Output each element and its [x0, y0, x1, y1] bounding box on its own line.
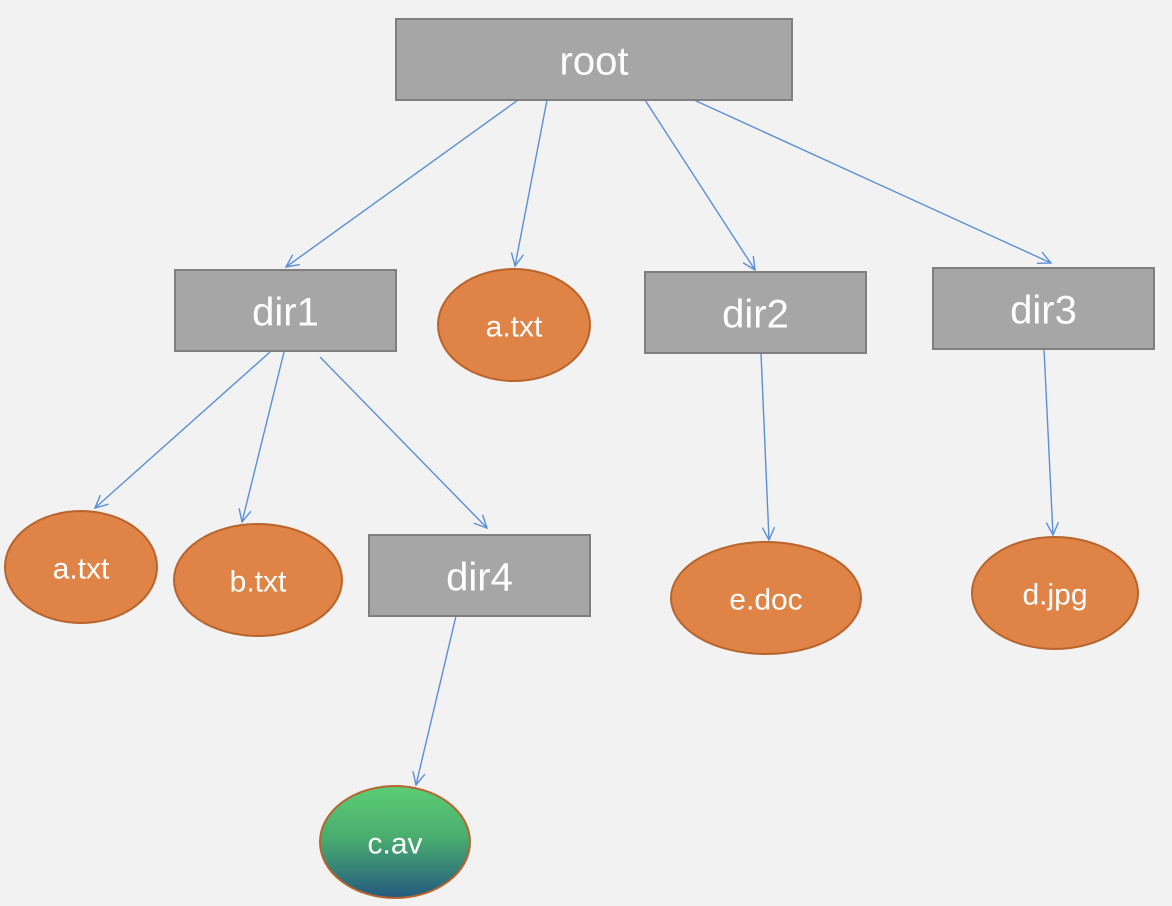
- edge-dir4-to-c-av-arrowhead: [412, 771, 426, 787]
- node-dir4-box: [368, 534, 591, 617]
- node-a-txt-root: a.txt: [437, 268, 591, 382]
- edge-root-to-dir2: [644, 99, 756, 272]
- node-dir1-box: [174, 269, 397, 352]
- edge-dir3-to-d-jpg-line: [1043, 348, 1054, 536]
- edge-dir1-to-b-txt-line: [241, 351, 285, 523]
- edge-dir3-to-d-jpg: [1043, 348, 1060, 537]
- node-b-txt-ellipse: [173, 523, 343, 637]
- node-dir2-label: dir2: [722, 293, 789, 337]
- node-dir3-box: [932, 267, 1155, 350]
- node-root: root: [395, 18, 793, 101]
- edge-root-to-dir1-line: [285, 99, 519, 268]
- edge-dir2-to-e-doc-arrowhead: [761, 526, 776, 542]
- edge-dir2-to-e-doc-line: [760, 352, 770, 541]
- edge-dir1-to-dir4: [319, 356, 489, 530]
- edge-root-to-dir3: [693, 99, 1053, 265]
- edge-dir4-to-c-av-line: [415, 615, 457, 786]
- edge-root-to-a-txt-root-arrowhead: [510, 252, 524, 268]
- node-b-txt-label: b.txt: [230, 566, 287, 599]
- node-c-av-label: c.av: [367, 828, 422, 861]
- node-dir1: dir1: [174, 269, 397, 352]
- edge-root-to-a-txt-root-line: [514, 99, 548, 267]
- edge-dir1-to-b-txt: [238, 351, 285, 524]
- edge-dir1-to-a-txt-dir1-arrowhead: [93, 494, 109, 510]
- edge-root-to-dir3-arrowhead: [1036, 251, 1053, 265]
- edge-root-to-dir2-line: [644, 99, 756, 271]
- node-b-txt: b.txt: [173, 523, 343, 637]
- node-e-doc-label: e.doc: [729, 584, 802, 617]
- node-dir2: dir2: [644, 271, 867, 354]
- nodes-layer: root dir1 a.txt dir2 dir3 a.txt b.txt dir4 e.doc…: [4, 18, 1155, 899]
- edge-dir4-to-c-av: [412, 615, 457, 787]
- edge-dir1-to-b-txt-arrowhead: [238, 508, 252, 524]
- edge-dir3-to-d-jpg-arrowhead: [1045, 521, 1060, 537]
- edge-dir1-to-a-txt-dir1: [93, 351, 271, 510]
- node-dir3-label: dir3: [1010, 289, 1077, 333]
- node-e-doc-ellipse: [670, 541, 862, 655]
- node-d-jpg-ellipse: [971, 536, 1139, 650]
- edge-root-to-dir1-arrowhead: [284, 254, 300, 268]
- node-root-box: [395, 18, 793, 101]
- edge-dir1-to-a-txt-dir1-line: [94, 351, 271, 509]
- edges-layer: [93, 99, 1060, 787]
- edge-dir2-to-e-doc: [760, 352, 776, 542]
- node-dir4: dir4: [368, 534, 591, 617]
- node-d-jpg-label: d.jpg: [1022, 579, 1087, 612]
- node-d-jpg: d.jpg: [971, 536, 1139, 650]
- edge-root-to-dir3-line: [693, 99, 1052, 264]
- node-a-txt-root-label: a.txt: [486, 311, 543, 344]
- node-dir3: dir3: [932, 267, 1155, 350]
- edge-root-to-dir2-arrowhead: [742, 256, 756, 272]
- edge-dir1-to-dir4-arrowhead: [473, 514, 489, 530]
- node-c-av: c.av: [319, 785, 471, 899]
- node-a-txt-root-ellipse: [437, 268, 591, 382]
- node-c-av-ellipse: [319, 785, 471, 899]
- node-dir4-label: dir4: [446, 556, 513, 600]
- node-e-doc: e.doc: [670, 541, 862, 655]
- edge-root-to-a-txt-root: [510, 99, 548, 268]
- node-dir1-label: dir1: [252, 291, 319, 335]
- node-root-label: root: [560, 40, 629, 84]
- node-a-txt-dir1-label: a.txt: [53, 553, 110, 586]
- edge-dir1-to-dir4-line: [319, 356, 488, 529]
- edge-root-to-dir1: [284, 99, 519, 268]
- node-a-txt-dir1-ellipse: [4, 510, 158, 624]
- node-a-txt-dir1: a.txt: [4, 510, 158, 624]
- node-dir2-box: [644, 271, 867, 354]
